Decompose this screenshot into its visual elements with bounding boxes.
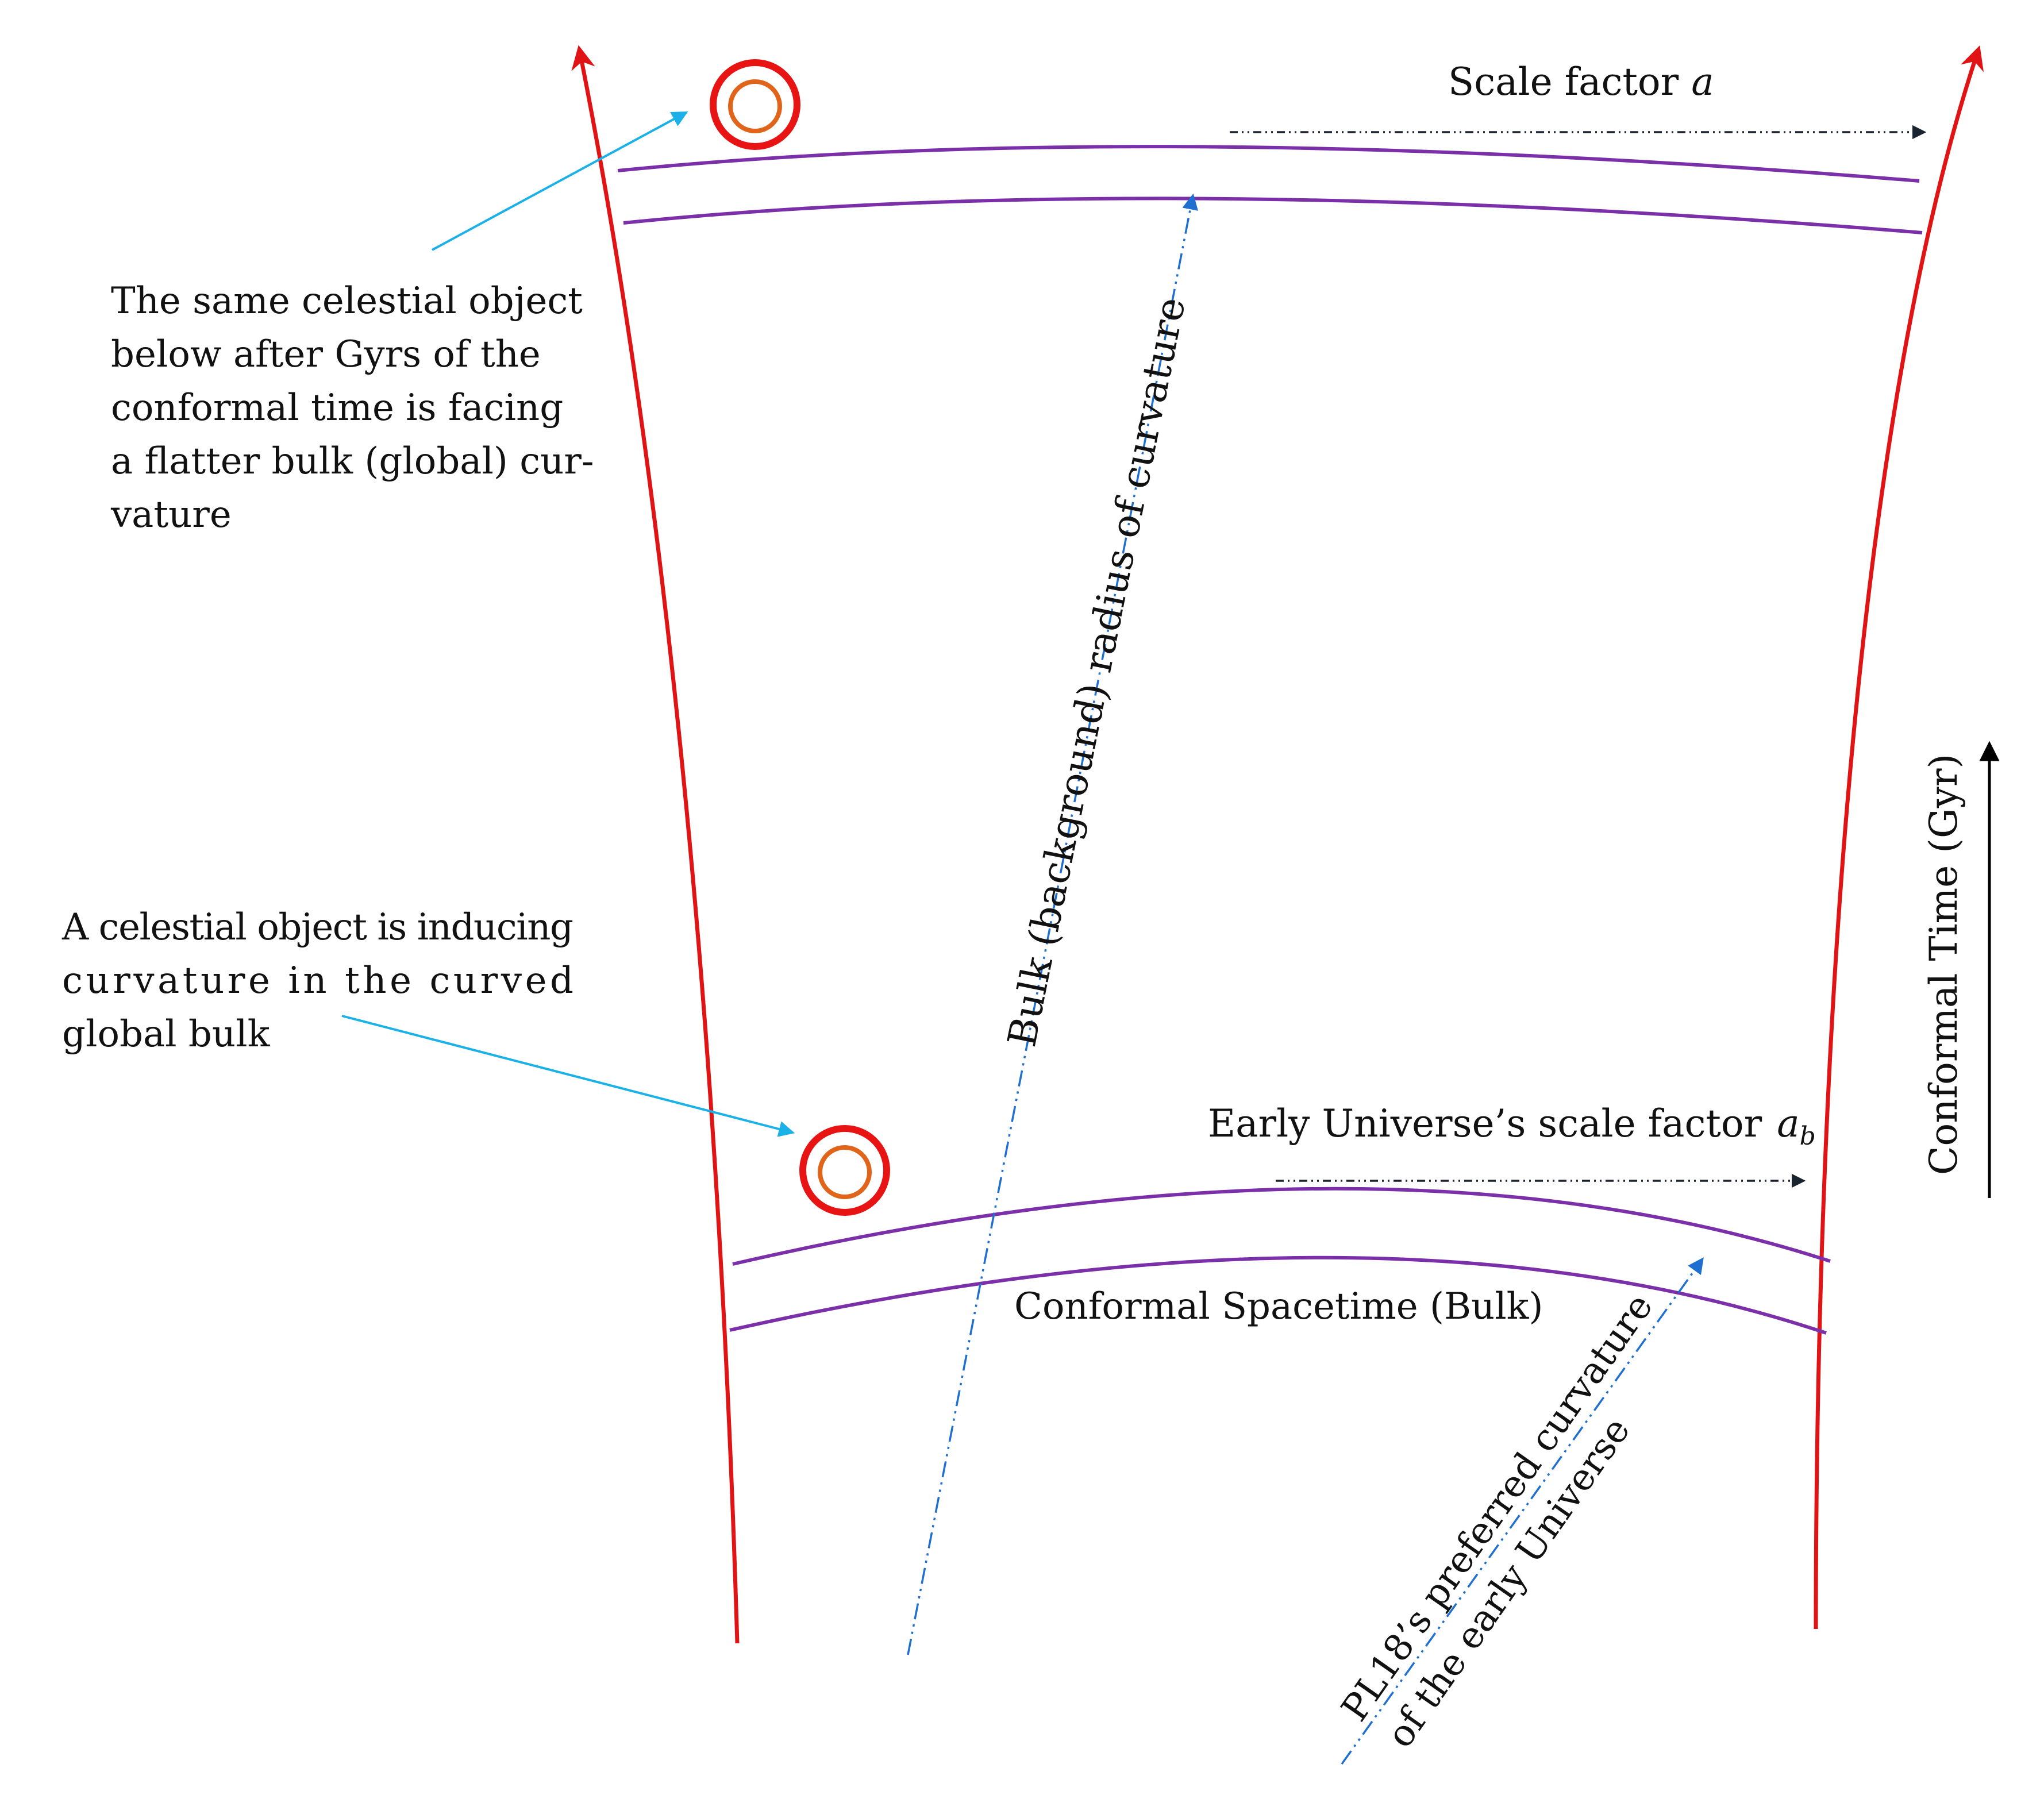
early-object-annotation-arrow xyxy=(341,1015,795,1137)
bulk-sheet-label: Conformal Spacetime (Bulk) xyxy=(1014,1285,1543,1328)
pl18-curvature-label: PL18’s preferred curvature xyxy=(1333,1286,1661,1729)
early-annotation-line: A celestial object is inducing xyxy=(61,906,573,949)
later-annotation-line: The same celestial object xyxy=(111,280,583,322)
later-annotation-line: conformal time is facing xyxy=(111,387,563,429)
conformal-time-label: Conformal Time (Gyr) xyxy=(1922,754,1966,1175)
later-annotation-line: below after Gyrs of the xyxy=(111,333,541,376)
upper-sheet-top-curve xyxy=(617,145,1920,183)
later-object-annotation-arrow xyxy=(432,111,688,251)
celestial-object-inner-ring xyxy=(818,1145,872,1199)
celestial-object-icon-later xyxy=(710,59,800,150)
celestial-object-icon-early xyxy=(799,1125,890,1216)
early-annotation-line: curvature in the curved xyxy=(62,960,573,1002)
left-boundary-worldline xyxy=(571,45,740,1644)
pl18-curvature-line xyxy=(1341,1257,1704,1765)
later-annotation-line: a flatter bulk (global) cur- xyxy=(111,440,594,483)
later-annotation-line: vature xyxy=(110,494,232,536)
lower-sheet-bottom-curve xyxy=(729,1255,1827,1335)
later-object-annotation: The same celestial object below after Gy… xyxy=(110,280,594,536)
celestial-object-inner-ring xyxy=(728,79,782,133)
early-annotation-line: global bulk xyxy=(62,1013,271,1056)
celestial-object-outer-ring xyxy=(710,59,800,150)
early-object-annotation: A celestial object is inducing curvature… xyxy=(61,906,573,1056)
pl18-label-line1: PL18’s preferred curvature xyxy=(1333,1286,1661,1729)
lower-sheet-top-curve xyxy=(732,1187,1831,1266)
celestial-object-outer-ring xyxy=(799,1125,890,1216)
right-boundary-worldline xyxy=(1814,45,1984,1630)
bulk-radius-label: Bulk (background) radius of curvature xyxy=(999,294,1195,1050)
upper-sheet-bottom-curve xyxy=(623,197,1923,234)
bulk-radius-line xyxy=(907,193,1198,1655)
